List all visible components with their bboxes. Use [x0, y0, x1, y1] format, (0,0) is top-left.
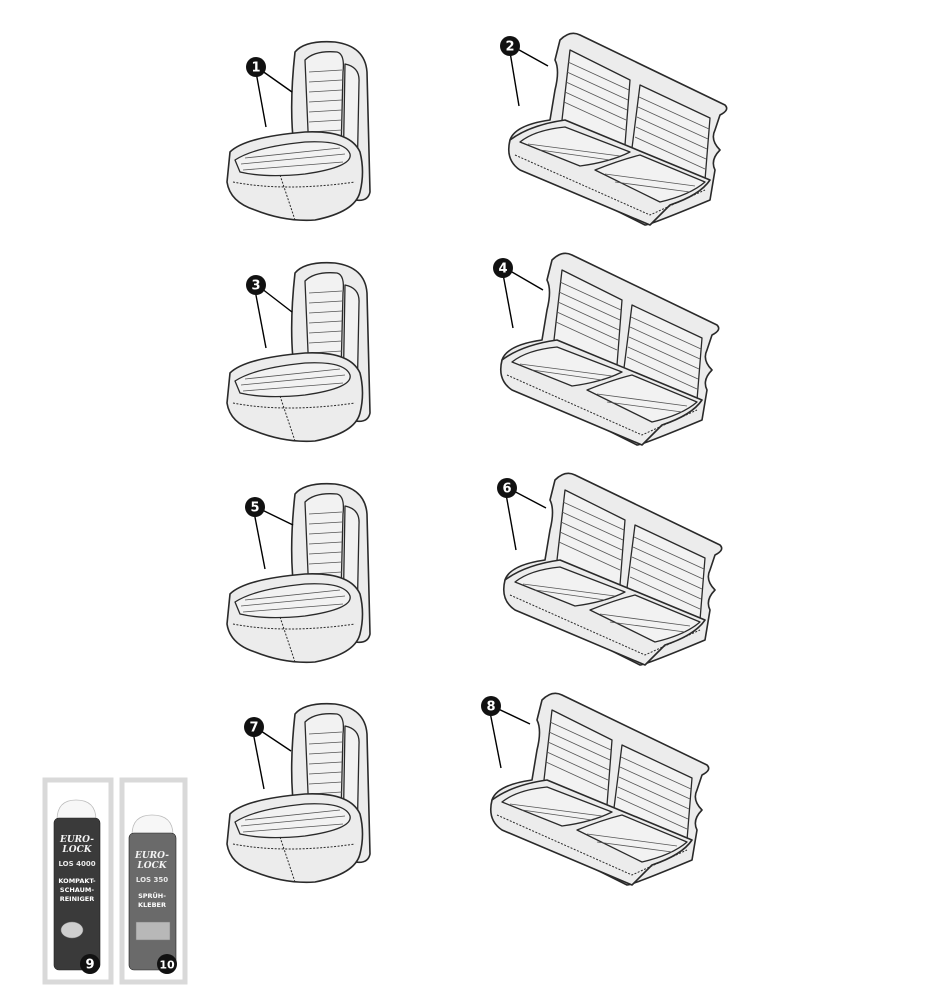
callout-2: 2	[500, 36, 520, 56]
callout-5: 5	[245, 497, 265, 517]
callout-3: 3	[246, 275, 266, 295]
callout-1: 1	[246, 57, 266, 77]
svg-text:3: 3	[251, 279, 260, 294]
callout-6: 6	[497, 478, 517, 498]
svg-text:6: 6	[502, 482, 511, 497]
callout-10: 10	[157, 954, 177, 974]
svg-text:7: 7	[249, 721, 258, 736]
callout-8: 8	[481, 696, 501, 716]
foam-graphic	[60, 921, 84, 939]
callout-4: 4	[493, 258, 513, 278]
svg-text:4: 4	[498, 262, 507, 277]
product-9-name-line2: SCHAUM-	[60, 886, 94, 894]
product-box-10: EURO- LOCK LOS 350 SPRÜH- KLEBER	[119, 777, 188, 985]
product-9-brand-line2: LOCK	[61, 845, 92, 855]
svg-text:9: 9	[85, 958, 94, 973]
svg-text:10: 10	[159, 959, 175, 972]
callout-9: 9	[80, 954, 100, 974]
product-box-9: EURO- LOCK LOS 4000 KOMPAKT- SCHAUM- REI…	[42, 777, 114, 985]
product-9-name-line3: REINIGER	[60, 895, 95, 903]
product-10-brand-line1: EURO-	[134, 851, 169, 861]
svg-text:2: 2	[505, 40, 514, 55]
bench-seat-4	[499, 252, 720, 446]
product-9-brand-line1: EURO-	[59, 835, 94, 845]
bench-seat-6	[502, 472, 723, 666]
callout-7: 7	[244, 717, 264, 737]
product-10-brand-line2: LOCK	[136, 861, 167, 871]
product-10-name-line2: KLEBER	[138, 901, 166, 909]
adhesive-graphic	[135, 921, 171, 941]
product-10-model: LOS 350	[136, 876, 168, 884]
svg-text:1: 1	[251, 61, 260, 76]
product-9-model: LOS 4000	[58, 860, 95, 868]
svg-text:5: 5	[250, 501, 259, 516]
svg-text:8: 8	[486, 700, 495, 715]
bench-seat-8	[489, 692, 710, 886]
product-10-name-line1: SPRÜH-	[138, 891, 166, 900]
product-9-name-line1: KOMPAKT-	[58, 877, 95, 885]
